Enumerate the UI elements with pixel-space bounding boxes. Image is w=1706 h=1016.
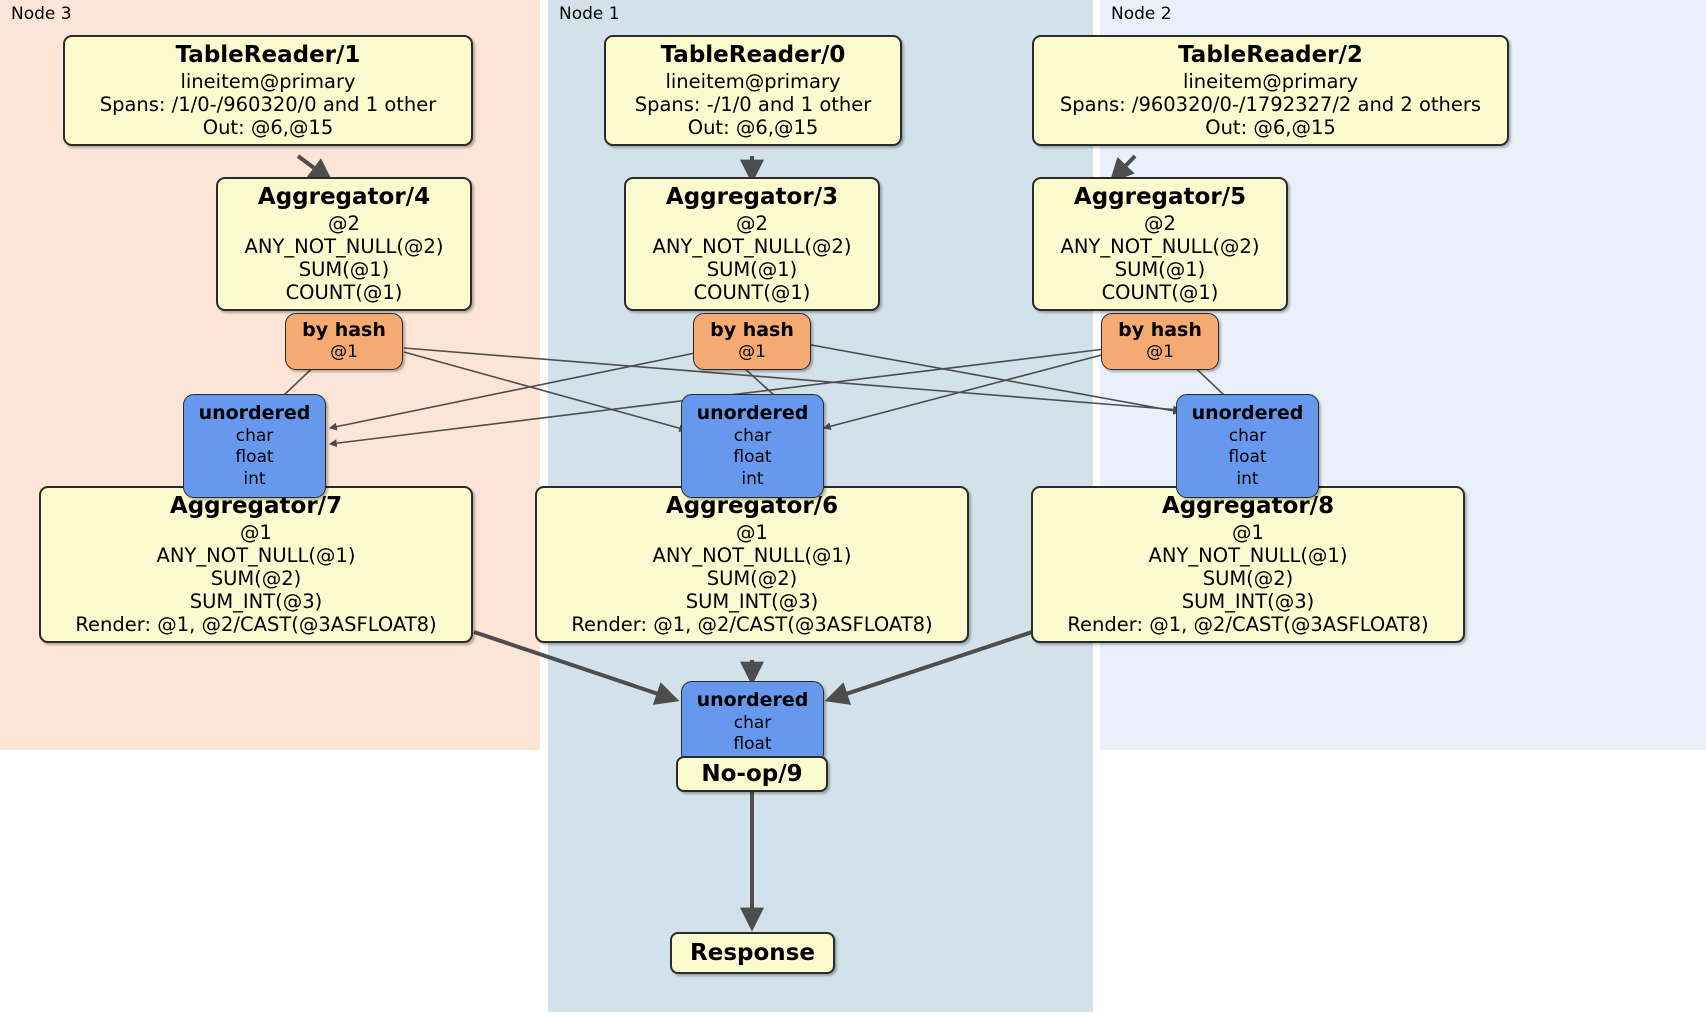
stream-line: int — [243, 468, 266, 489]
stream-title: unordered — [696, 402, 809, 424]
processor-line: lineitem@primary — [1182, 70, 1359, 94]
processor-line: @2 — [736, 212, 768, 236]
processor-line: Render: @1, @2/CAST(@3ASFLOAT8) — [571, 613, 933, 637]
processor-aggregator-6[interactable]: Aggregator/6 @1 ANY_NOT_NULL(@1) SUM(@2)… — [535, 486, 969, 644]
processor-line: COUNT(@1) — [1101, 281, 1219, 305]
router-by-hash-center[interactable]: by hash @1 — [693, 313, 811, 370]
processor-line: Spans: /960320/0-/1792327/2 and 2 others — [1059, 93, 1482, 117]
stream-line: char — [235, 425, 274, 446]
processor-line: SUM(@2) — [1202, 567, 1294, 591]
stream-line: int — [741, 468, 764, 489]
processor-line: Render: @1, @2/CAST(@3ASFLOAT8) — [75, 613, 437, 637]
processor-title: TableReader/1 — [175, 42, 361, 68]
processor-line: ANY_NOT_NULL(@1) — [156, 544, 356, 568]
processor-title: Aggregator/5 — [1073, 184, 1247, 210]
node-panel-label: Node 2 — [1111, 4, 1172, 24]
processor-line: SUM(@1) — [298, 258, 390, 282]
processor-title: Response — [690, 940, 815, 966]
processor-line: SUM_INT(@3) — [189, 590, 323, 614]
stream-line: float — [733, 734, 772, 755]
processor-line: ANY_NOT_NULL(@2) — [244, 235, 444, 259]
processor-line: @1 — [736, 521, 768, 545]
processor-line: SUM(@1) — [706, 258, 798, 282]
stream-line: float — [1228, 447, 1267, 468]
processor-line: ANY_NOT_NULL(@1) — [652, 544, 852, 568]
stream-title: unordered — [696, 689, 809, 711]
stream-line: char — [733, 712, 772, 733]
processor-line: SUM_INT(@3) — [685, 590, 819, 614]
router-title: by hash — [710, 319, 794, 341]
processor-tablereader-2[interactable]: TableReader/2 lineitem@primary Spans: /9… — [1032, 35, 1509, 147]
processor-aggregator-3[interactable]: Aggregator/3 @2 ANY_NOT_NULL(@2) SUM(@1)… — [624, 177, 880, 312]
processor-title: No-op/9 — [701, 761, 803, 787]
stream-unordered-left[interactable]: unordered char float int — [183, 394, 326, 498]
router-title: by hash — [302, 319, 386, 341]
processor-aggregator-8[interactable]: Aggregator/8 @1 ANY_NOT_NULL(@1) SUM(@2)… — [1031, 486, 1465, 644]
processor-line: @2 — [1144, 212, 1176, 236]
processor-title: TableReader/2 — [1178, 42, 1363, 68]
stream-unordered-right[interactable]: unordered char float int — [1176, 394, 1319, 498]
processor-aggregator-5[interactable]: Aggregator/5 @2 ANY_NOT_NULL(@2) SUM(@1)… — [1032, 177, 1288, 312]
processor-line: ANY_NOT_NULL(@2) — [1060, 235, 1260, 259]
processor-line: @2 — [328, 212, 360, 236]
processor-line: COUNT(@1) — [693, 281, 811, 305]
stream-line: char — [733, 425, 772, 446]
processor-line: ANY_NOT_NULL(@2) — [652, 235, 852, 259]
processor-tablereader-0[interactable]: TableReader/0 lineitem@primary Spans: -/… — [604, 35, 902, 147]
processor-line: SUM(@2) — [210, 567, 302, 591]
processor-response[interactable]: Response — [670, 932, 835, 974]
processor-line: Spans: -/1/0 and 1 other — [634, 93, 872, 117]
processor-line: lineitem@primary — [665, 70, 841, 94]
stream-title: unordered — [198, 402, 311, 424]
processor-line: @1 — [1232, 521, 1264, 545]
processor-noop-9[interactable]: No-op/9 — [676, 756, 828, 792]
stream-unordered-final[interactable]: unordered char float — [681, 681, 824, 764]
node-panel-label: Node 3 — [11, 4, 72, 24]
stream-line: int — [1236, 468, 1259, 489]
processor-aggregator-4[interactable]: Aggregator/4 @2 ANY_NOT_NULL(@2) SUM(@1)… — [216, 177, 472, 312]
processor-line: Render: @1, @2/CAST(@3ASFLOAT8) — [1067, 613, 1429, 637]
node-panel-label: Node 1 — [559, 4, 620, 24]
processor-line: Out: @6,@15 — [202, 116, 334, 140]
processor-line: Out: @6,@15 — [687, 116, 819, 140]
stream-unordered-center[interactable]: unordered char float int — [681, 394, 824, 498]
processor-line: @1 — [240, 521, 272, 545]
router-title: by hash — [1118, 319, 1202, 341]
processor-line: ANY_NOT_NULL(@1) — [1148, 544, 1348, 568]
processor-tablereader-1[interactable]: TableReader/1 lineitem@primary Spans: /1… — [63, 35, 473, 147]
router-by-hash-right[interactable]: by hash @1 — [1101, 313, 1219, 370]
processor-title: TableReader/0 — [660, 42, 846, 68]
stream-line: float — [235, 447, 274, 468]
router-line: @1 — [1146, 342, 1174, 363]
processor-line: Out: @6,@15 — [1205, 116, 1336, 140]
stream-line: char — [1228, 425, 1267, 446]
processor-aggregator-7[interactable]: Aggregator/7 @1 ANY_NOT_NULL(@1) SUM(@2)… — [39, 486, 473, 644]
router-line: @1 — [738, 342, 766, 363]
stream-title: unordered — [1191, 402, 1304, 424]
stream-line: float — [733, 447, 772, 468]
processor-line: SUM(@2) — [706, 567, 798, 591]
processor-line: SUM(@1) — [1114, 258, 1206, 282]
processor-line: SUM_INT(@3) — [1181, 590, 1315, 614]
processor-line: Spans: /1/0-/960320/0 and 1 other — [99, 93, 437, 117]
router-line: @1 — [330, 342, 358, 363]
processor-title: Aggregator/3 — [665, 184, 839, 210]
processor-line: lineitem@primary — [180, 70, 356, 94]
processor-title: Aggregator/4 — [257, 184, 431, 210]
processor-line: COUNT(@1) — [285, 281, 403, 305]
router-by-hash-left[interactable]: by hash @1 — [285, 313, 403, 370]
